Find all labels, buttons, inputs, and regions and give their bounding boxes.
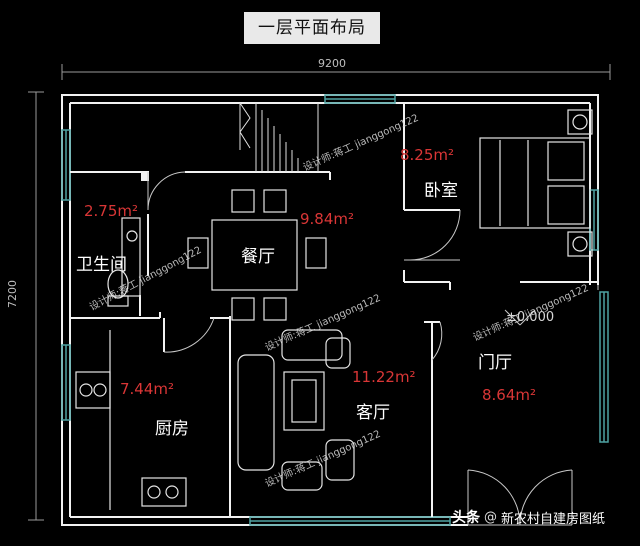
windows bbox=[61, 94, 609, 526]
plan-title: 一层平面布局 bbox=[244, 12, 380, 44]
entrance-step bbox=[468, 285, 599, 526]
living-label: 客厅 bbox=[356, 403, 390, 423]
bathroom-fixtures bbox=[107, 217, 141, 307]
level-mark: ±0.000 bbox=[506, 310, 555, 325]
foyer-label: 门厅 bbox=[478, 353, 512, 373]
source-footer: 头条 @ 新农村自建房图纸 bbox=[452, 506, 605, 528]
dining-table bbox=[187, 189, 327, 321]
bedroom-label: 卧室 bbox=[424, 181, 458, 201]
kitchen-label: 厨房 bbox=[155, 419, 189, 439]
dimension-lines bbox=[28, 64, 611, 521]
bedroom-area: 8.25m² bbox=[400, 146, 455, 164]
at-symbol: @ bbox=[484, 509, 497, 525]
kitchen-fixtures bbox=[75, 330, 187, 510]
height-dimension: 7200 bbox=[6, 280, 19, 308]
interior-walls bbox=[70, 103, 598, 517]
staircase bbox=[239, 102, 319, 172]
bathroom-label: 卫生间 bbox=[76, 255, 127, 275]
width-dimension: 9200 bbox=[318, 57, 346, 70]
dining-label: 餐厅 bbox=[241, 247, 275, 267]
bathroom-area: 2.75m² bbox=[84, 202, 139, 220]
living-area: 11.22m² bbox=[352, 368, 416, 386]
foyer-area: 8.64m² bbox=[482, 386, 537, 404]
door-swings bbox=[147, 171, 573, 526]
source-label: 头条 bbox=[452, 510, 480, 526]
account-name[interactable]: 新农村自建房图纸 bbox=[501, 511, 606, 527]
dining-area: 9.84m² bbox=[300, 210, 355, 228]
sofa-set bbox=[237, 329, 355, 491]
bed bbox=[479, 109, 593, 257]
kitchen-area: 7.44m² bbox=[120, 380, 175, 398]
